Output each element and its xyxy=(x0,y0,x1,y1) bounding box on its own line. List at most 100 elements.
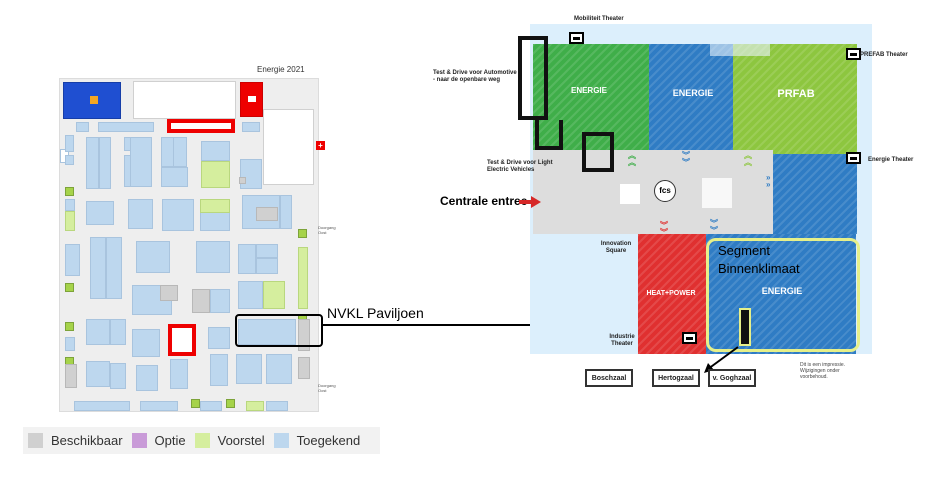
entrance-arrow-tail xyxy=(519,200,532,204)
stand-voorstel[interactable] xyxy=(200,199,230,213)
stand[interactable] xyxy=(86,361,110,387)
stand[interactable] xyxy=(266,401,288,411)
disclaimer-text: Dit is een impressie. Wijzigingen onder … xyxy=(800,362,846,380)
stand[interactable] xyxy=(136,365,158,391)
stand-voorstel[interactable] xyxy=(201,161,230,188)
up-arrow-icon: ︾︾ xyxy=(682,151,690,167)
first-aid-icon: + xyxy=(316,141,325,150)
stand-beschikbaar[interactable] xyxy=(256,207,278,221)
stand[interactable] xyxy=(106,237,122,299)
nvkl-paviljoen-stand[interactable] xyxy=(238,319,296,345)
stand[interactable] xyxy=(65,135,74,152)
stand[interactable] xyxy=(86,137,99,189)
hall-hertogzaal[interactable]: Hertogzaal xyxy=(652,369,700,387)
stand[interactable] xyxy=(210,354,228,386)
stand-beschikbaar[interactable] xyxy=(239,177,246,184)
green-marker xyxy=(298,229,307,238)
red-top-stand[interactable] xyxy=(167,119,235,133)
stand[interactable] xyxy=(173,137,187,167)
legend-label: Toegekend xyxy=(296,433,361,448)
stand[interactable] xyxy=(256,244,278,258)
stand-beschikbaar[interactable] xyxy=(65,364,77,388)
stand[interactable] xyxy=(162,199,194,231)
centrale-entree-label: Centrale entree xyxy=(440,194,528,208)
hall-boschzaal[interactable]: Boschzaal xyxy=(585,369,633,387)
stand-beschikbaar[interactable] xyxy=(160,285,178,301)
disclaimer-note: Dit is een impressie. Wijzigingen onder … xyxy=(800,362,856,380)
stand-beschikbaar[interactable] xyxy=(192,289,210,313)
green-marker xyxy=(65,283,74,292)
stand[interactable] xyxy=(140,401,178,411)
stand[interactable] xyxy=(280,195,292,229)
stand-voorstel[interactable] xyxy=(65,211,75,231)
stand[interactable] xyxy=(98,122,154,132)
energie-theater-icon[interactable] xyxy=(846,152,861,164)
stand[interactable] xyxy=(90,237,106,299)
nvkl-stand-marker[interactable] xyxy=(739,308,751,346)
stand[interactable] xyxy=(110,363,126,389)
stand[interactable] xyxy=(99,137,111,189)
prefab-theater-icon[interactable] xyxy=(846,48,861,60)
stand[interactable] xyxy=(136,241,170,273)
brand-blue-top: ENERGIE xyxy=(672,88,714,98)
stand[interactable] xyxy=(65,337,75,351)
red-outlined-stand[interactable] xyxy=(168,324,196,356)
stand[interactable] xyxy=(240,159,262,189)
stand[interactable] xyxy=(74,401,130,411)
stand-beschikbaar[interactable] xyxy=(298,319,310,351)
stand[interactable] xyxy=(86,201,114,225)
central-hall[interactable] xyxy=(533,150,773,234)
red-corner-icon xyxy=(248,96,256,102)
energie-2021-title: Energie 2021 xyxy=(257,65,305,74)
green-marker xyxy=(191,399,200,408)
legend-label: Optie xyxy=(154,433,186,448)
stand-voorstel[interactable] xyxy=(298,247,308,309)
white-square xyxy=(620,184,640,204)
stand[interactable] xyxy=(256,258,278,274)
stand[interactable] xyxy=(86,319,110,345)
stand[interactable] xyxy=(161,167,188,187)
stand[interactable] xyxy=(65,155,74,165)
stand-beschikbaar[interactable] xyxy=(298,357,310,379)
stand[interactable] xyxy=(170,359,188,389)
hall-v-goghzaal[interactable]: v. Goghzaal xyxy=(708,369,756,387)
blue-zone-top[interactable] xyxy=(649,44,733,154)
stand[interactable] xyxy=(128,199,153,229)
stand[interactable] xyxy=(201,141,230,161)
stand[interactable] xyxy=(130,137,152,187)
industrie-theater-icon[interactable] xyxy=(682,332,697,344)
test-drive-track-lower xyxy=(535,120,563,150)
stand[interactable] xyxy=(76,122,89,132)
down-arrow-icon: ︾︾ xyxy=(710,219,718,235)
stand[interactable] xyxy=(266,354,292,384)
stand[interactable] xyxy=(210,289,230,313)
green-marker xyxy=(65,322,74,331)
down-arrow-icon: ︾︾ xyxy=(660,221,668,237)
right-floor-plan: fcs ENERGIE ENERGIE PRFAB HEAT+POWER ENE… xyxy=(518,24,872,354)
light-top-strip xyxy=(710,44,770,56)
legend-label: Beschikbaar xyxy=(51,433,123,448)
green-marker xyxy=(65,187,74,196)
legend-item-toegekend: Toegekend xyxy=(273,433,361,448)
stand[interactable] xyxy=(208,327,230,349)
stand[interactable] xyxy=(65,199,75,211)
stand[interactable] xyxy=(65,244,80,276)
stand[interactable] xyxy=(236,354,262,384)
stand[interactable] xyxy=(200,401,222,411)
stand[interactable] xyxy=(238,244,256,274)
stand[interactable] xyxy=(242,122,260,132)
stand-voorstel[interactable] xyxy=(246,401,264,411)
mobiliteit-theater-icon[interactable] xyxy=(569,32,584,44)
test-drive-lev-label: Test & Drive voor Light Electric Vehicle… xyxy=(487,160,553,173)
lime-zone[interactable] xyxy=(733,44,857,154)
stand-voorstel[interactable] xyxy=(263,281,285,309)
blue-zone-bottom[interactable] xyxy=(706,234,856,354)
stand[interactable] xyxy=(132,329,160,357)
side-label: Doorgang Oost xyxy=(318,225,336,235)
stand[interactable] xyxy=(196,241,230,273)
right-arrow-icon: »» xyxy=(766,173,771,189)
white-right-block xyxy=(263,109,314,185)
stand[interactable] xyxy=(110,319,126,345)
stand[interactable] xyxy=(238,281,263,309)
blue-zone-right[interactable] xyxy=(773,154,857,234)
